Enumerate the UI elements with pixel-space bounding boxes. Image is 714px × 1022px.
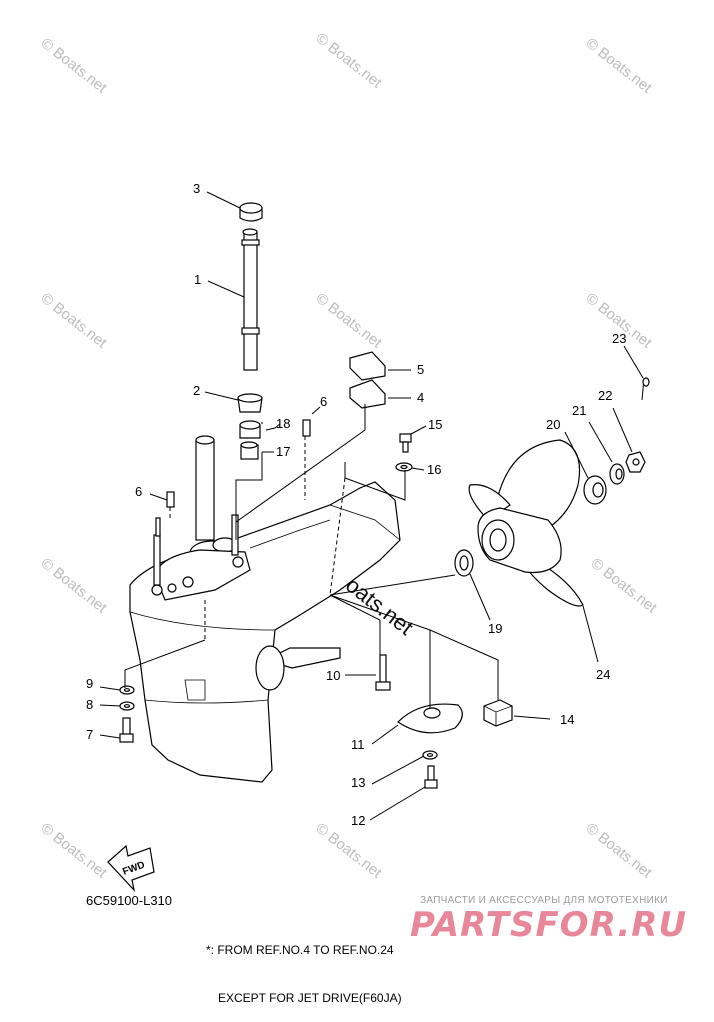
callout-2: 2	[193, 383, 200, 398]
part-6-pin-upper	[302, 419, 311, 437]
part-15-bolt	[399, 433, 412, 453]
callout-9: 9	[86, 676, 93, 691]
watermark: © Boats.net	[38, 35, 111, 97]
part-24-propeller	[468, 439, 584, 607]
part-9-washer	[119, 685, 135, 695]
part-7-bolt	[119, 717, 134, 743]
part-20-spacer	[583, 475, 607, 505]
watermark: © Boats.net	[38, 290, 111, 352]
parts-diagram: © Boats.net © Boats.net © Boats.net © Bo…	[38, 30, 661, 892]
callout-5: 5	[417, 362, 424, 377]
part-10-bolt	[375, 654, 391, 691]
callout-3: 3	[193, 181, 200, 196]
part-17-bushing	[240, 441, 259, 460]
callout-13: 13	[351, 775, 365, 790]
watermark: © Boats.net	[313, 820, 386, 882]
part-19-washer	[454, 549, 474, 577]
footnote-line-1: *: FROM REF.NO.4 TO REF.NO.24	[206, 943, 394, 957]
callout-12: 12	[351, 813, 365, 828]
callout-21: 21	[572, 403, 586, 418]
callout-4: 4	[417, 390, 424, 405]
callout-15: 15	[428, 417, 442, 432]
part-3-cap	[239, 202, 263, 222]
callout-17: 17	[276, 444, 290, 459]
part-16-washer	[395, 462, 413, 472]
part-6-pin-left	[166, 491, 175, 508]
part-11-anode	[397, 703, 463, 734]
watermark: © Boats.net	[583, 820, 656, 882]
watermark: © Boats.net	[313, 290, 386, 352]
diagram-code: 6C59100-L310	[86, 893, 173, 908]
brand-logo[interactable]: PARTSFOR.RU	[410, 905, 688, 945]
brand-tagline: ЗАПЧАСТИ И АКСЕССУАРЫ ДЛЯ МОТОТЕХНИКИ	[420, 895, 668, 906]
callout-20: 20	[546, 417, 560, 432]
fwd-arrow: FWD	[107, 844, 155, 892]
part-4-rubber	[349, 379, 386, 409]
part-14-anode-block	[483, 699, 513, 727]
part-21-washer	[609, 463, 625, 485]
callout-6-upper: 6	[320, 394, 327, 409]
watermark: © Boats.net	[38, 820, 111, 882]
callout-18: 18	[276, 416, 290, 431]
watermark: © Boats.net	[313, 30, 386, 92]
callout-7: 7	[86, 727, 93, 742]
callout-16: 16	[427, 462, 441, 477]
footnote-line-2: EXCEPT FOR JET DRIVE(F60JA)	[218, 991, 402, 1005]
part-22-nut	[625, 451, 646, 473]
part-8-washer	[119, 701, 135, 711]
callout-24: 24	[596, 667, 610, 682]
lower-casing	[129, 435, 401, 783]
part-5-rubber	[349, 351, 386, 381]
callout-8: 8	[86, 697, 93, 712]
watermark: © Boats.net	[38, 555, 111, 617]
callout-1: 1	[194, 272, 201, 287]
part-2-bushing	[237, 393, 263, 413]
part-1-shaft	[241, 228, 260, 371]
callout-10: 10	[326, 668, 340, 683]
part-18-seal	[239, 420, 261, 439]
watermark: © Boats.net	[588, 555, 661, 617]
callout-11: 11	[351, 737, 365, 752]
part-12-bolt	[424, 765, 438, 789]
part-23-cotter-pin	[641, 377, 650, 401]
part-13-washer	[422, 750, 438, 760]
leader-lines	[99, 191, 644, 821]
callout-19: 19	[488, 621, 502, 636]
callouts: 3 1 2 18 17 6 5 4 15 16 6 9 8 7 10 11 13…	[86, 181, 626, 828]
callout-23: 23	[612, 331, 626, 346]
footnote: *: FROM REF.NO.4 TO REF.NO.24 EXCEPT FOR…	[206, 910, 402, 1022]
callout-14: 14	[560, 712, 574, 727]
watermark: © Boats.net	[583, 35, 656, 97]
callout-22: 22	[598, 388, 612, 403]
callout-6-left: 6	[135, 484, 142, 499]
